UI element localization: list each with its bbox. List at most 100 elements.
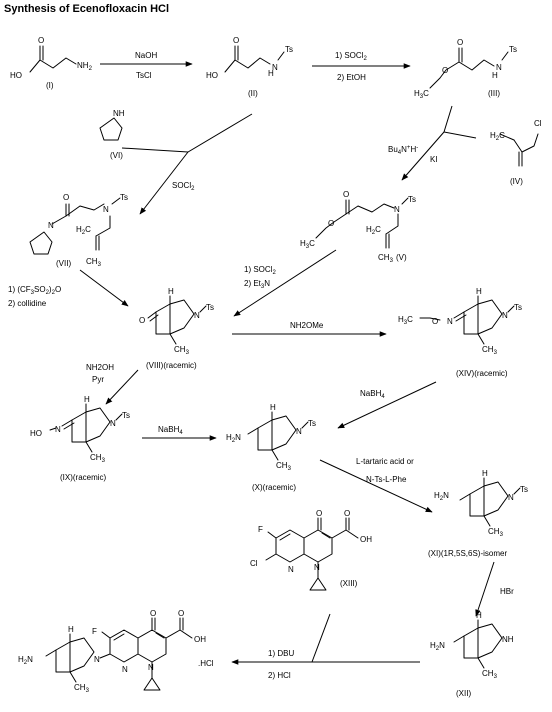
reagent-nh2ome: NH2OMe: [290, 321, 324, 330]
reagent-nabh4-1: NaBH4: [360, 389, 385, 400]
merge-line-13: [311, 613, 331, 663]
atom-o: O: [38, 36, 44, 45]
compound-13-structure: F Cl N N O O OH: [250, 509, 372, 591]
atom-ts-7: Ts: [120, 193, 128, 202]
atom-nh-6: NH: [113, 109, 125, 118]
product-salt-label: .HCl: [198, 659, 214, 668]
atom-h2n-11: H2N: [434, 491, 449, 502]
compound-12-label: (XII): [456, 689, 471, 698]
atom-n-3: N: [496, 63, 502, 72]
atom-ch3-11: CH3: [488, 527, 504, 538]
arrow-12: [475, 561, 495, 617]
compound-4-structure: H2C Cl: [490, 119, 542, 167]
compound-4-label: (IV): [510, 177, 523, 186]
compound-9-structure: HO N N Ts H CH3: [30, 395, 130, 464]
atom-ch3-12: CH3: [482, 669, 498, 680]
compound-7-label: (VII): [56, 259, 71, 268]
atom-n-11: N: [508, 493, 514, 502]
atom-ch3-9: CH3: [90, 453, 106, 464]
atom-h2n-10: H2N: [226, 433, 241, 444]
atom-o-2: O: [233, 36, 239, 45]
atom-o-acid-13: O: [344, 509, 350, 518]
atom-ts-5: Ts: [408, 195, 416, 204]
atom-h-9: H: [84, 395, 90, 404]
arrow-5: [233, 249, 337, 317]
compound-10-label: (X)(racemic): [252, 483, 296, 492]
reagent-tartaric: L-tartaric acid or: [356, 457, 414, 466]
compound-10-structure: H2N N Ts H CH3: [226, 403, 316, 472]
atom-ts-14: Ts: [514, 303, 522, 312]
compound-6-label: (VI): [110, 151, 123, 160]
atom-n-2: N: [272, 63, 278, 72]
atom-n-ring-13: N: [288, 565, 294, 574]
atom-h-10: H: [270, 403, 276, 412]
reagent-ki: KI: [430, 155, 438, 164]
compound-2-label: (II): [248, 89, 258, 98]
arrow-3: [139, 151, 189, 215]
compound-12-structure: H2N NH H CH3: [430, 611, 514, 680]
reagent-nabh4-2: NaBH4: [158, 425, 183, 436]
reagent-pyr: Pyr: [92, 375, 104, 384]
atom-o-keto-13: O: [316, 509, 322, 518]
atom-n1-product: N: [148, 663, 154, 672]
compound-1-structure: HO O NH2: [10, 36, 93, 80]
compound-14-label: (XIV)(racemic): [456, 369, 508, 378]
compound-5-structure: O O N Ts H3C H2C CH3: [300, 190, 416, 264]
atom-n-9: N: [110, 419, 116, 428]
atom-o-ester-5: O: [328, 219, 334, 228]
scheme-title: Synthesis of Ecenofloxacin HCl: [4, 3, 169, 15]
atom-o-14: O: [432, 317, 438, 326]
reagent-naoh: NaOH: [135, 51, 157, 60]
atom-h3c-5: H3C: [300, 239, 315, 250]
compound-9-label: (IX)(racemic): [60, 473, 107, 482]
compound-13-label: (XIII): [340, 579, 358, 588]
atom-o-5: O: [343, 190, 349, 199]
arrow-8: [337, 381, 437, 429]
atom-h2c-4: H2C: [490, 131, 505, 142]
reagent-et3n: 2) Et3N: [244, 279, 270, 290]
atom-cl-13: Cl: [250, 559, 258, 568]
reagent-socl2-3: 1) SOCl2: [244, 265, 276, 276]
atom-n-pyrr-7: N: [48, 221, 54, 230]
arrow-11: [319, 459, 433, 513]
atom-oh-product: OH: [194, 635, 206, 644]
reagent-tf2o: 1) (CF3SO2)2O: [8, 285, 61, 296]
compound-5-label: (V): [396, 253, 407, 262]
atom-nh2: NH2: [77, 61, 93, 72]
atom-cl-4: Cl: [534, 119, 542, 128]
atom-ts-10: Ts: [308, 419, 316, 428]
atom-nh-12: NH: [502, 635, 514, 644]
reagent-hbr: HBr: [500, 587, 514, 596]
atom-ch3-7: CH3: [86, 257, 102, 268]
atom-ch3-8: CH3: [174, 345, 190, 356]
atom-f-product: F: [92, 627, 97, 636]
reagent-socl2-2: SOCl2: [172, 181, 195, 192]
atom-n-10: N: [296, 427, 302, 436]
atom-n-pyrrolidine-product: N: [94, 655, 100, 664]
atom-ch3-product: CH3: [74, 683, 90, 694]
atom-n-oxime-14: N: [447, 317, 453, 326]
compound-3-label: (III): [488, 89, 500, 98]
compound-14-structure: N O H3C N Ts H CH3: [398, 287, 522, 356]
atom-h-product: H: [68, 625, 74, 634]
atom-n-5: N: [394, 205, 400, 214]
atom-f-13: F: [258, 525, 263, 534]
atom-h2n-product: H2N: [18, 655, 33, 666]
merge-line-4: [443, 105, 477, 139]
reagent-socl2-1: 1) SOCl2: [335, 51, 367, 62]
atom-h-14: H: [476, 287, 482, 296]
reagent-dbu: 1) DBU: [268, 649, 294, 658]
atom-ts-2: Ts: [285, 45, 293, 54]
atom-h-3: H: [492, 71, 498, 80]
atom-h3c-14: H3C: [398, 315, 413, 326]
reagent-tscl: TsCl: [136, 71, 152, 80]
arrow-4: [401, 131, 445, 181]
product-structure: H2N N H CH3 F N N O O OH: [18, 609, 206, 694]
reagent-etoh: 2) EtOH: [337, 73, 366, 82]
merge-line-6: [121, 113, 253, 153]
atom-ho-2: HO: [206, 71, 218, 80]
atom-n-8: N: [194, 311, 200, 320]
atom-ts-3: Ts: [509, 45, 517, 54]
atom-n-ring-product: N: [122, 665, 128, 674]
